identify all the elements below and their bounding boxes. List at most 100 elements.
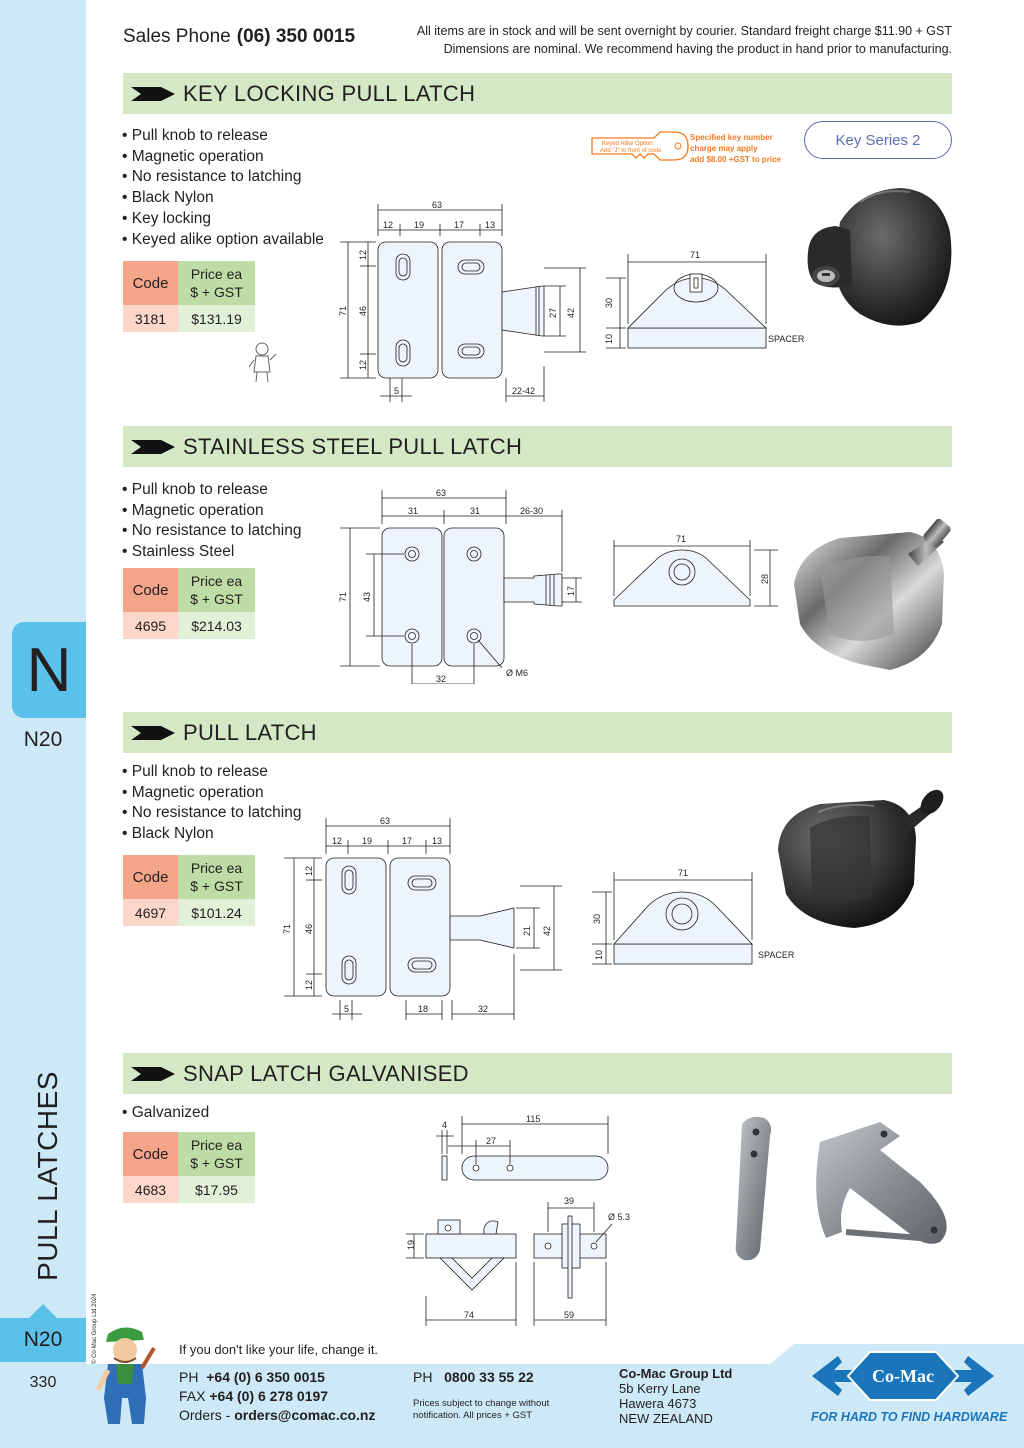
feature-item: Pull knob to release — [122, 126, 324, 147]
dim-label: 21 — [522, 926, 532, 936]
feature-item: Magnetic operation — [122, 501, 301, 522]
feature-item: Key locking — [122, 209, 324, 230]
dim-label: 17 — [454, 220, 464, 230]
section-title: SNAP LATCH GALVANISED — [183, 1060, 469, 1086]
dim-label: 12 — [304, 980, 314, 990]
disclaimer-line: Prices subject to change without — [413, 1398, 550, 1409]
dim-label: 46 — [358, 306, 368, 316]
page-number: 330 — [29, 1374, 57, 1391]
sales-number: (06) 350 0015 — [236, 26, 356, 47]
dim-label: 31 — [470, 506, 480, 516]
feature-item: Magnetic operation — [122, 783, 301, 804]
contact-block: PH +64 (0) 6 350 0015 FAX +64 (0) 6 278 … — [179, 1368, 376, 1425]
section-header-snap-latch: SNAP LATCH GALVANISED — [123, 1053, 952, 1094]
company-name: Co-Mac Group Ltd — [619, 1366, 733, 1381]
logo-text: Co-Mac — [872, 1366, 934, 1386]
key-text-2: Add "J" to front of code — [600, 148, 662, 154]
dim-label: 18 — [418, 1004, 428, 1014]
code-header: Code — [123, 855, 178, 899]
dim-label: 39 — [564, 1196, 574, 1206]
address-line: NEW ZEALAND — [619, 1411, 713, 1426]
disclaimer-line: notification. All prices + GST — [413, 1410, 533, 1421]
fax-number: +64 (0) 6 278 0197 — [209, 1388, 329, 1404]
orders-label: Orders - — [179, 1407, 231, 1423]
product-price: $17.95 — [178, 1176, 255, 1203]
feature-item: Stainless Steel — [122, 542, 301, 563]
key-series-badge: Key Series 2 — [804, 121, 952, 159]
feature-item: No resistance to latching — [122, 803, 302, 824]
dim-label: 19 — [406, 1240, 416, 1250]
key-note-3: add $8.00 +GST to price — [690, 155, 781, 164]
arrow-icon — [131, 1066, 175, 1081]
code-header: Code — [123, 261, 178, 305]
dim-label: 5 — [394, 386, 399, 396]
product-photo-key-latch — [807, 188, 952, 326]
dim-label: 63 — [432, 200, 442, 210]
address-line: Hawera 4673 — [619, 1396, 697, 1411]
technical-drawing-snap-latch: 4 115 27 19 74 39 Ø 5.3 59 — [406, 1114, 630, 1326]
product-code: 3181 — [123, 305, 178, 332]
section-header-pull-latch: PULL LATCH — [123, 712, 952, 753]
feature-item: Pull knob to release — [122, 762, 301, 783]
orders-email-link[interactable]: orders@comac.co.nz — [234, 1407, 376, 1423]
dim-label: 71 — [678, 868, 688, 878]
feature-item: Galvanized — [122, 1103, 210, 1124]
feature-list: Pull knob to release Magnetic operation … — [122, 480, 302, 563]
section-letter-tab: N — [12, 622, 86, 718]
price-header: Price ea$ + GST — [178, 855, 255, 899]
notice-line-1: All items are in stock and will be sent … — [416, 24, 952, 38]
latch-body-left — [377, 241, 439, 379]
section-code: N20 — [23, 728, 63, 751]
feature-item: Black Nylon — [122, 188, 324, 209]
arrow-icon — [131, 86, 175, 101]
dim-label: 46 — [304, 924, 314, 934]
feature-item: Pull knob to release — [122, 480, 301, 501]
dim-label: Ø M6 — [506, 668, 528, 678]
dim-label: Ø 5.3 — [608, 1212, 630, 1222]
dim-label: 26-30 — [520, 506, 543, 516]
dim-label: 12 — [332, 836, 342, 846]
section-title: KEY LOCKING PULL LATCH — [183, 80, 476, 106]
dim-label: 71 — [676, 534, 686, 544]
phone-label: PH — [179, 1369, 199, 1385]
tagline: If you don't like your life, change it. — [179, 1342, 379, 1357]
dim-label: 10 — [604, 334, 614, 344]
price-disclaimer: Prices subject to change without notific… — [413, 1398, 549, 1422]
key-note-1: Specified key number — [690, 133, 773, 142]
dim-label: 74 — [464, 1310, 474, 1320]
price-header: Price ea$ + GST — [178, 261, 255, 305]
technical-drawing-stainless: 63 31 31 26-30 71 43 32 Ø M6 17 — [338, 488, 582, 684]
dim-label: 5 — [344, 1004, 349, 1014]
product-code: 4683 — [123, 1176, 178, 1203]
spacer-drawing-stainless: 71 28 — [613, 534, 778, 607]
dim-label: 42 — [566, 308, 576, 318]
dim-label: 42 — [542, 926, 552, 936]
dim-label: 13 — [432, 836, 442, 846]
dim-label: 19 — [362, 836, 372, 846]
dim-label: 63 — [436, 488, 446, 498]
spacer-drawing-key-latch: 71 30 10 SPACER — [604, 250, 805, 349]
product-photo-stainless — [794, 518, 951, 670]
dim-label: 17 — [566, 586, 576, 596]
freephone-label: PH — [413, 1369, 433, 1385]
mascot-illustration — [95, 1327, 156, 1424]
section-header-key-locking: KEY LOCKING PULL LATCH — [123, 73, 952, 114]
dim-label: 12 — [358, 250, 368, 260]
dim-label: 71 — [338, 592, 348, 602]
freephone-block: PH 0800 33 55 22 — [413, 1368, 534, 1387]
company-address: Co-Mac Group Ltd 5b Kerry Lane Hawera 46… — [619, 1366, 732, 1426]
bottom-section-tab: N20 — [0, 1304, 86, 1362]
dim-label: 19 — [414, 220, 424, 230]
feature-list: Galvanized — [122, 1103, 210, 1124]
product-photo-snap-latch — [735, 1116, 947, 1261]
code-header: Code — [123, 568, 178, 612]
address-line: 5b Kerry Lane — [619, 1381, 701, 1396]
spacer-label: SPACER — [768, 334, 805, 344]
dim-label: 12 — [304, 866, 314, 876]
dim-label: 63 — [380, 816, 390, 826]
product-code: 4695 — [123, 612, 178, 639]
mascot-sketch-icon — [248, 342, 277, 383]
phone-number: +64 (0) 6 350 0015 — [206, 1369, 325, 1385]
